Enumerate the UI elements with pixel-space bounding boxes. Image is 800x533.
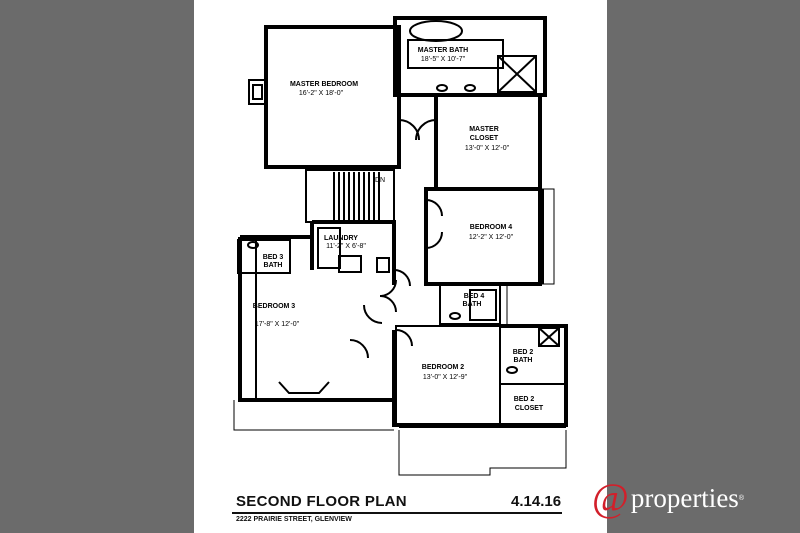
room-bed4-bath-name-line2: BATH bbox=[463, 301, 482, 308]
title-underline bbox=[232, 512, 562, 514]
room-master-closet-dims: 13'-0" X 12'-0" bbox=[465, 145, 510, 152]
floor-plan-drawing: MASTER BEDROOM 16'-2" X 18'-0" MASTER BA… bbox=[233, 16, 568, 476]
room-bedroom2-dims: 13'-0" X 12'-9" bbox=[423, 374, 468, 381]
room-master-bedroom-name: MASTER BEDROOM bbox=[290, 81, 358, 88]
room-bedroom3-dims: 17'-8" X 12'-0" bbox=[255, 321, 300, 328]
room-bedroom2-name: BEDROOM 2 bbox=[422, 364, 465, 371]
stair-direction-label: DN bbox=[375, 177, 385, 184]
room-master-closet-name-line2: CLOSET bbox=[470, 135, 499, 142]
room-bed3-bath-name-line2: BATH bbox=[264, 262, 283, 269]
room-bedroom4-name: BEDROOM 4 bbox=[470, 224, 513, 231]
room-master-bath-dims: 18'-5" X 10'-7" bbox=[421, 56, 466, 63]
room-bed4-bath-name: BED 4 bbox=[464, 293, 485, 300]
room-master-closet-name: MASTER bbox=[469, 126, 499, 133]
room-master-bedroom-dims: 16'-2" X 18'-0" bbox=[299, 90, 344, 97]
room-laundry-name: LAUNDRY bbox=[324, 235, 358, 242]
room-master-bath-name: MASTER BATH bbox=[418, 47, 468, 54]
room-bedroom3-name: BEDROOM 3 bbox=[253, 303, 296, 310]
logo-registered-mark: ® bbox=[738, 494, 744, 502]
room-laundry-dims: 11'-2" X 6'-8" bbox=[326, 243, 366, 250]
room-bed3-bath-name: BED 3 bbox=[263, 254, 284, 261]
plan-address: 2222 PRAIRIE STREET, GLENVIEW bbox=[236, 516, 352, 523]
logo-text: properties bbox=[630, 482, 739, 513]
room-bed2-bath-name-line2: BATH bbox=[514, 357, 533, 364]
room-bed2-closet-name: BED 2 bbox=[514, 396, 535, 403]
room-bedroom4-dims: 12'-2" X 12'-0" bbox=[469, 234, 514, 241]
plan-date: 4.14.16 bbox=[511, 493, 562, 510]
stair bbox=[305, 169, 395, 223]
plan-title: SECOND FLOOR PLAN bbox=[236, 493, 407, 510]
room-bed2-closet-name-line2: CLOSET bbox=[515, 405, 544, 412]
properties-logo: @ properties ® bbox=[592, 478, 744, 518]
room-bed2-bath-name: BED 2 bbox=[513, 349, 534, 356]
logo-at-symbol: @ bbox=[592, 475, 629, 520]
